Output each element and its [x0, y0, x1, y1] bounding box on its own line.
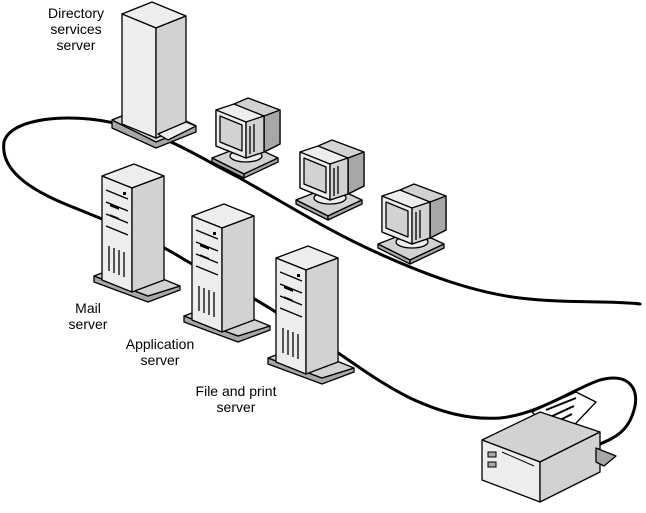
- mail-server-tower: [93, 163, 181, 303]
- fileprint-label-line2: server: [216, 399, 256, 415]
- application-server-tower: [183, 203, 271, 343]
- directory-server-tower: [111, 1, 197, 149]
- directory-label-line1: Directory: [47, 5, 104, 21]
- network-cable-upper: [116, 122, 642, 306]
- application-server-label: Application server: [114, 336, 206, 368]
- mail-label-line2: server: [68, 316, 108, 332]
- directory-server-label: Directory services server: [40, 5, 112, 53]
- laser-printer: [481, 391, 617, 503]
- fileprint-label-line1: File and print: [195, 383, 277, 399]
- file-print-server-tower: [267, 245, 355, 385]
- workstation-monitor-1: [211, 97, 281, 179]
- mail-label-line1: Mail: [75, 300, 101, 316]
- workstation-monitor-2: [295, 139, 365, 221]
- directory-label-line2: services: [50, 21, 102, 37]
- file-print-server-label: File and print server: [186, 383, 286, 415]
- application-label-line2: server: [140, 352, 180, 368]
- application-label-line1: Application: [125, 336, 195, 352]
- workstation-monitor-3: [377, 183, 447, 265]
- directory-label-line3: server: [56, 37, 96, 53]
- mail-server-label: Mail server: [55, 300, 121, 332]
